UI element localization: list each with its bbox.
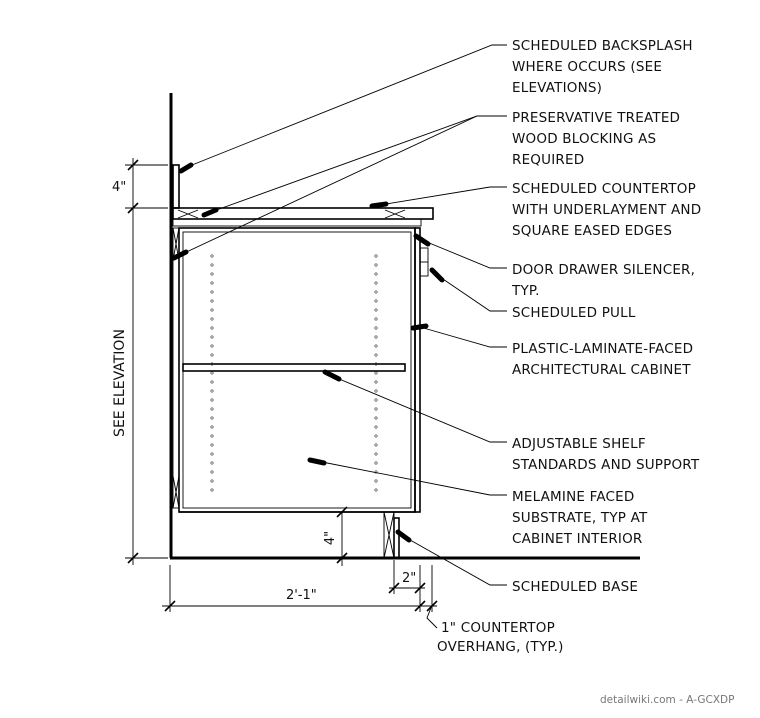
callout-ticks bbox=[171, 162, 445, 543]
shelf-hole bbox=[374, 308, 378, 312]
callout-cabinet-line-1: PLASTIC-LAMINATE-FACED bbox=[512, 341, 693, 357]
shelf-hole bbox=[210, 371, 214, 375]
shelf-hole bbox=[374, 335, 378, 339]
shelf-hole bbox=[210, 470, 214, 474]
dimension-lines bbox=[125, 158, 438, 612]
callout-melamine-line-1: MELAMINE FACED bbox=[512, 489, 634, 505]
backsplash-height-dim: 4" bbox=[112, 180, 126, 195]
leader-lines bbox=[179, 44, 507, 629]
shelf-hole bbox=[210, 353, 214, 357]
shelf-hole bbox=[374, 263, 378, 267]
shelf-hole bbox=[374, 452, 378, 456]
shelf-hole bbox=[210, 290, 214, 294]
adjustable-shelf bbox=[182, 363, 406, 372]
callout-countertop-line-3: SQUARE EASED EDGES bbox=[512, 223, 672, 239]
shelf-hole bbox=[374, 299, 378, 303]
shelf-hole bbox=[374, 290, 378, 294]
watermark: detailwiki.com - A-GCXDP bbox=[600, 694, 734, 706]
shelf-hole bbox=[374, 425, 378, 429]
callout-backsplash-line-3: ELEVATIONS) bbox=[512, 80, 602, 96]
shelf-hole bbox=[374, 272, 378, 276]
shelf-hole bbox=[374, 362, 378, 366]
shelf-hole bbox=[374, 380, 378, 384]
callout-blocking-line-1: PRESERVATIVE TREATED bbox=[512, 110, 680, 126]
shelf-hole bbox=[210, 443, 214, 447]
callout-melamine-line-3: CABINET INTERIOR bbox=[512, 531, 643, 547]
callout-shelf-line-1: ADJUSTABLE SHELF bbox=[512, 436, 646, 452]
shelf-hole bbox=[210, 308, 214, 312]
shelf-hole bbox=[374, 398, 378, 402]
shelf-hole bbox=[210, 281, 214, 285]
shelf-hole bbox=[374, 461, 378, 465]
shelf-hole bbox=[210, 398, 214, 402]
shelf-hole bbox=[210, 272, 214, 276]
shelf-hole bbox=[374, 389, 378, 393]
shelf-hole bbox=[210, 425, 214, 429]
callout-pull-line-1: SCHEDULED PULL bbox=[512, 305, 636, 321]
shelf-hole bbox=[210, 434, 214, 438]
door-hardware bbox=[419, 247, 429, 277]
shelf-hole bbox=[374, 488, 378, 492]
overall-height-dim: SEE ELEVATION bbox=[112, 329, 128, 437]
countertop bbox=[172, 207, 434, 227]
callout-silencer-line-2: TYP. bbox=[511, 283, 540, 299]
shelf-hole bbox=[374, 407, 378, 411]
callout-silencer-line-1: DOOR DRAWER SILENCER, bbox=[512, 262, 695, 278]
shelf-standard-holes bbox=[210, 254, 378, 492]
cabinet-box bbox=[178, 227, 421, 559]
callout-backsplash-line-1: SCHEDULED BACKSPLASH bbox=[512, 38, 693, 54]
shelf-hole bbox=[210, 362, 214, 366]
callout-blocking-line-3: REQUIRED bbox=[512, 152, 584, 168]
toe-kick-depth-dim: 2" bbox=[402, 571, 416, 586]
callout-base-line-1: SCHEDULED BASE bbox=[512, 579, 638, 595]
shelf-hole bbox=[210, 299, 214, 303]
shelf-hole bbox=[374, 254, 378, 258]
overhang-note-line-2: OVERHANG, (TYP.) bbox=[437, 639, 564, 655]
shelf-hole bbox=[374, 317, 378, 321]
callout-countertop-line-1: SCHEDULED COUNTERTOP bbox=[512, 181, 696, 197]
shelf-hole bbox=[210, 488, 214, 492]
shelf-hole bbox=[210, 416, 214, 420]
shelf-hole bbox=[210, 317, 214, 321]
shelf-hole bbox=[210, 407, 214, 411]
callout-melamine-line-2: SUBSTRATE, TYP AT bbox=[512, 510, 648, 526]
shelf-hole bbox=[210, 479, 214, 483]
shelf-hole bbox=[210, 263, 214, 267]
shelf-hole bbox=[374, 353, 378, 357]
shelf-hole bbox=[374, 434, 378, 438]
shelf-hole bbox=[210, 344, 214, 348]
shelf-hole bbox=[374, 416, 378, 420]
callout-backsplash-line-2: WHERE OCCURS (SEE bbox=[512, 59, 662, 75]
overhang-note-line-1: 1" COUNTERTOP bbox=[441, 620, 555, 636]
shelf-hole bbox=[374, 479, 378, 483]
shelf-hole bbox=[210, 452, 214, 456]
shelf-hole bbox=[210, 326, 214, 330]
shelf-hole bbox=[210, 254, 214, 258]
shelf-hole bbox=[210, 461, 214, 465]
shelf-hole bbox=[210, 335, 214, 339]
cabinet-depth-dim: 2'-1" bbox=[286, 588, 317, 603]
toe-kick-height-dim: 4" bbox=[323, 531, 338, 545]
callout-cabinet-line-2: ARCHITECTURAL CABINET bbox=[512, 362, 691, 378]
shelf-hole bbox=[374, 326, 378, 330]
callout-countertop-line-2: WITH UNDERLAYMENT AND bbox=[512, 202, 701, 218]
callout-blocking-line-2: WOOD BLOCKING AS bbox=[512, 131, 656, 147]
shelf-hole bbox=[210, 389, 214, 393]
shelf-hole bbox=[210, 380, 214, 384]
shelf-hole bbox=[374, 281, 378, 285]
wall-and-floor bbox=[169, 93, 640, 560]
shelf-hole bbox=[374, 443, 378, 447]
wood-blocking bbox=[172, 227, 180, 509]
callout-shelf-line-2: STANDARDS AND SUPPORT bbox=[512, 457, 700, 473]
shelf-hole bbox=[374, 344, 378, 348]
backsplash bbox=[172, 164, 180, 209]
shelf-hole bbox=[374, 371, 378, 375]
callout-labels: SCHEDULED BACKSPLASH WHERE OCCURS (SEE ELE… bbox=[511, 38, 701, 595]
